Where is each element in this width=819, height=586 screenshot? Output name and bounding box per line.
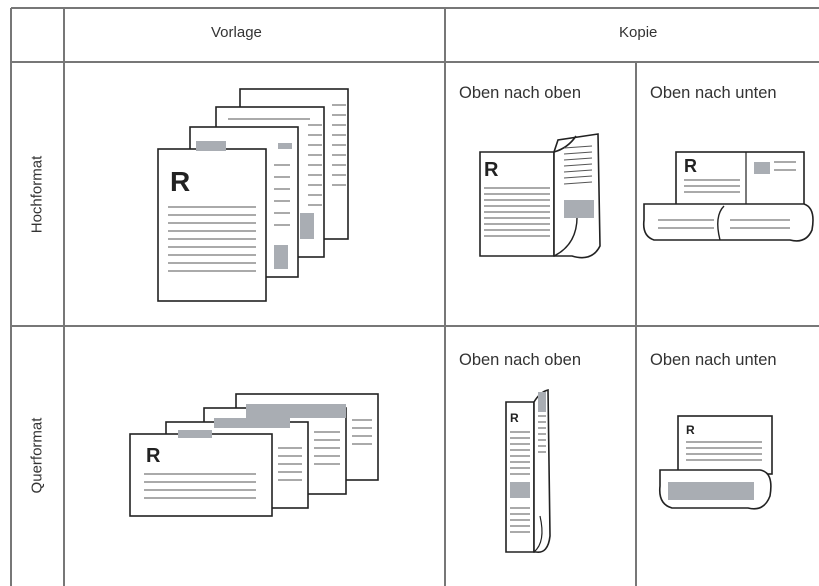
row-label-portrait: Hochformat [28, 155, 46, 234]
svg-text:R: R [146, 445, 161, 467]
svg-text:R: R [686, 423, 695, 437]
row-label-landscape: Querformat [28, 417, 46, 494]
svg-text:R: R [170, 166, 190, 197]
landscape-top-to-top-label: Oben nach oben [459, 351, 582, 369]
portrait-original-stack-illustration: R [157, 88, 349, 302]
column-header-copy: Kopie [619, 24, 658, 41]
portrait-copy-top-to-bottom-illustration: R [642, 151, 814, 242]
landscape-copy-top-to-bottom-illustration: R [658, 415, 773, 510]
portrait-top-to-bottom-label: Oben nach unten [650, 84, 777, 102]
landscape-original-stack-illustration: R [129, 393, 379, 517]
svg-text:R: R [484, 159, 499, 181]
landscape-copy-top-to-top-illustration: R [505, 388, 551, 553]
landscape-top-to-bottom-label: Oben nach unten [650, 351, 777, 369]
portrait-copy-top-to-top-illustration: R [479, 133, 601, 259]
svg-text:R: R [684, 156, 697, 176]
portrait-top-to-top-label: Oben nach oben [459, 84, 582, 102]
column-header-original: Vorlage [211, 24, 262, 41]
svg-text:R: R [510, 411, 519, 425]
